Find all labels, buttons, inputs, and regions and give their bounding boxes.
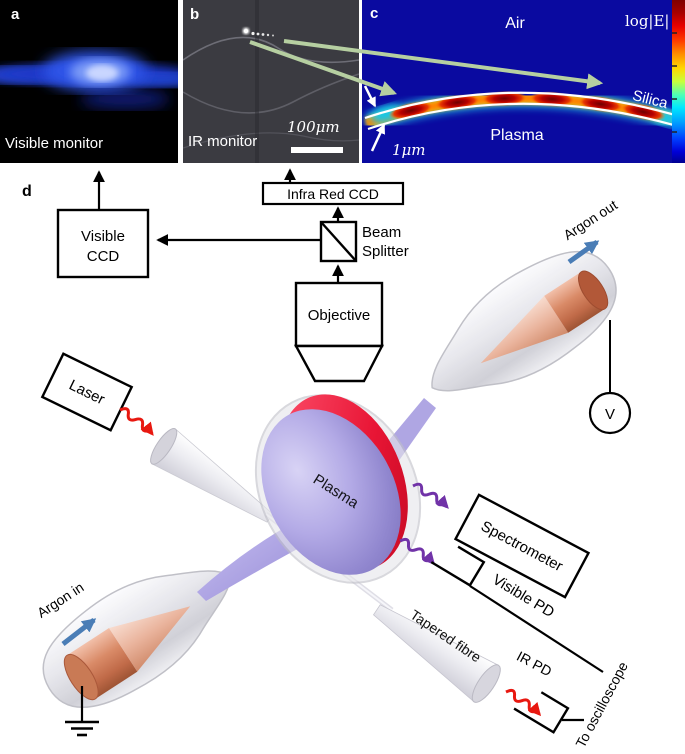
to-oscilloscope-label: To oscilloscope (572, 659, 631, 751)
fibre-waist (264, 512, 394, 612)
svg-text:Plasma: Plasma (310, 471, 362, 512)
panel-a-label: a (11, 6, 20, 23)
discharge-tube-lower (42, 570, 231, 708)
thickness-label: 1μm (392, 141, 426, 159)
infrared-ccd-label: Infra Red CCD (287, 186, 379, 202)
discharge-tube-upper (431, 250, 617, 392)
plasma-column-lower (197, 520, 312, 601)
plasma-column-upper (384, 398, 436, 462)
laser-box: Laser (40, 352, 134, 432)
laser-beam-arrow-icon (119, 407, 154, 436)
panel-b-label: b (190, 6, 200, 23)
panel-c-label: c (370, 5, 378, 22)
field-simulation-image: c Air log|E| Silica Plasma 1μm (363, 0, 685, 163)
panel-c-simulation: c Air log|E| Silica Plasma 1μm (362, 0, 685, 163)
beam-splitter-label: Beam (362, 224, 401, 241)
ir-pd-symbol (513, 691, 570, 734)
tube-lower-edge (183, 73, 359, 114)
argon-out-arrow-icon (567, 239, 600, 265)
infrared-ccd-box: Infra Red CCD (261, 181, 405, 206)
ir-pd-label: IR PD (514, 648, 554, 680)
fibre-right (372, 604, 501, 703)
svg-text:Argon in: Argon in (34, 579, 86, 621)
visible-ccd-label: Visible (81, 228, 125, 245)
scale-bar-label: 100μm (287, 118, 340, 136)
glow-hotspot (86, 65, 118, 81)
fibre-waist-highlight (265, 513, 393, 611)
svg-text:To oscilloscope: To oscilloscope (572, 659, 631, 751)
tube-bottom-edge (183, 132, 359, 149)
visible-pd-symbol (430, 545, 486, 587)
beam-splitter-diagonal (320, 221, 357, 262)
emission-arrow-icon (412, 482, 449, 509)
objective-label: Objective (308, 307, 371, 324)
emission-arrow-icon (399, 537, 436, 566)
ir-bright-spots (242, 27, 274, 37)
panel-d-label: d (22, 183, 32, 200)
plasma-bulb-glass (254, 394, 422, 584)
svg-text:Splitter: Splitter (362, 243, 409, 260)
air-label: Air (505, 15, 525, 32)
svg-text:IR PD: IR PD (514, 648, 554, 680)
ir-signal-arrow-icon (505, 688, 542, 717)
svg-text:CCD: CCD (87, 248, 120, 265)
svg-text:Tapered fibre: Tapered fibre (407, 606, 484, 665)
wire-visible-pd (469, 585, 604, 673)
argon-out-label: Argon out (560, 197, 620, 244)
ground-symbol-icon (65, 686, 99, 737)
visible-monitor-caption: Visible monitor (5, 135, 104, 152)
panel-a-visible-monitor: a Visible monitor (0, 0, 178, 163)
thickness-arrow-icon (363, 85, 377, 108)
spectrometer-box: Spectrometer (453, 493, 591, 599)
silica-wall-lower (367, 102, 685, 131)
beam-splitter-box: Beam Splitter (319, 220, 409, 263)
visible-ccd-box: Visible CCD (56, 208, 150, 279)
panel-b-ir-monitor: b IR monitor 100μm (183, 0, 359, 163)
laser-label: Laser (66, 377, 107, 409)
log-e-label: log|E| (625, 12, 670, 30)
fibre-left (150, 428, 274, 523)
plasma-ring (278, 394, 408, 570)
glow-wisp (80, 89, 170, 109)
electrode-lower (63, 606, 191, 701)
plasma-sphere (261, 409, 401, 575)
tapered-fibre-label: Tapered fibre (407, 606, 484, 665)
voltmeter-circle (588, 391, 632, 435)
plasma-region-label: Plasma (490, 127, 543, 144)
colorbar-ticks (672, 32, 677, 133)
spectrometer-label: Spectrometer (478, 518, 565, 575)
visible-plasma-glow-image (0, 51, 178, 109)
colorbar (672, 0, 685, 163)
scale-bar (291, 147, 343, 153)
ir-monitor-caption: IR monitor (188, 133, 258, 150)
svg-text:Argon out: Argon out (560, 197, 620, 244)
argon-in-arrow-icon (61, 618, 97, 646)
electrode-upper (480, 270, 609, 364)
argon-in-label: Argon in (34, 579, 86, 621)
visible-pd-label: Visible PD (489, 571, 557, 621)
plasma-label: Plasma (310, 471, 362, 512)
voltmeter-label: V (605, 406, 615, 423)
tube-upper-edge (183, 36, 359, 64)
objective-box: Objective (293, 281, 384, 383)
objective-lens-trapezoid (293, 344, 384, 383)
svg-text:Visible PD: Visible PD (489, 571, 557, 621)
thickness-arrow-icon (370, 123, 386, 152)
silica-wall-upper (364, 91, 683, 120)
